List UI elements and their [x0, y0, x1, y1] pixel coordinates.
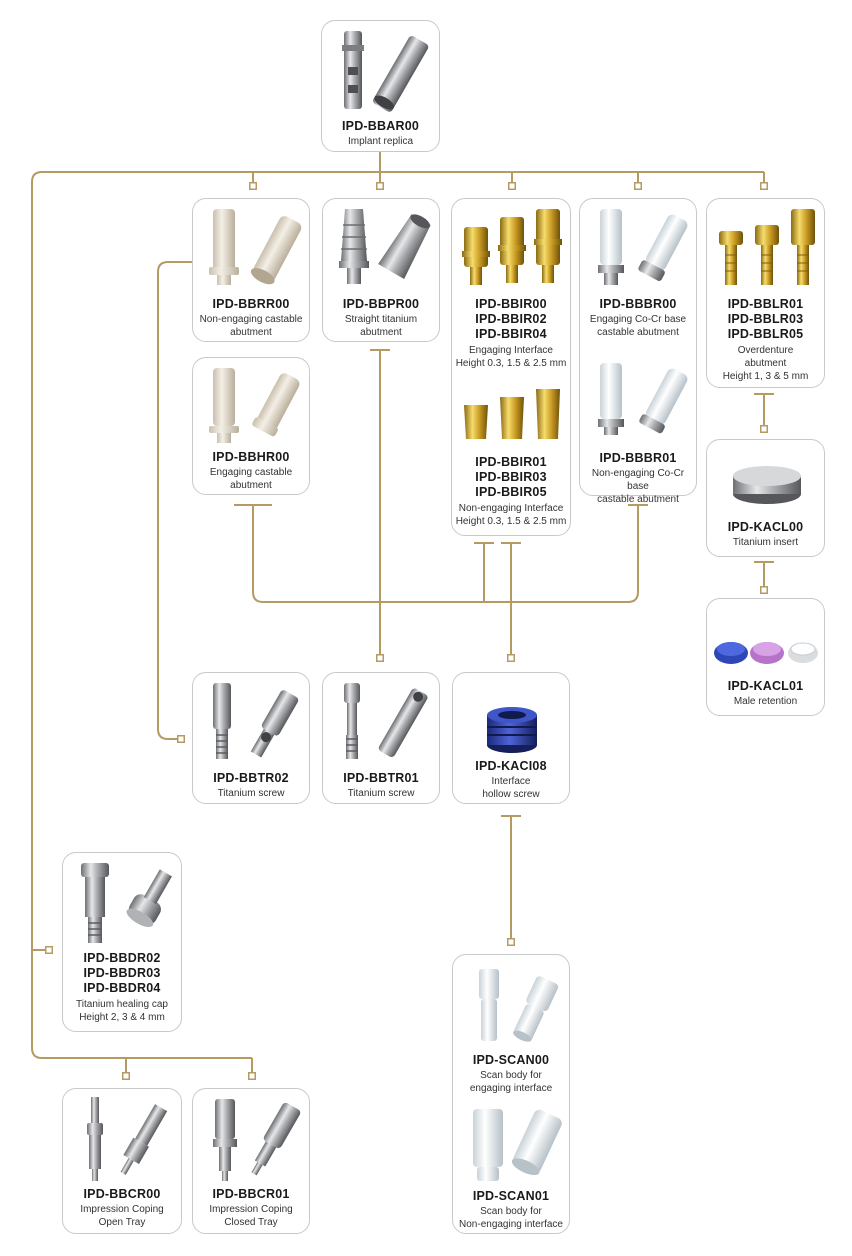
product-code: IPD-SCAN01 — [472, 1189, 550, 1203]
product-description: Engaging Interface Height 0.3, 1.5 & 2.5… — [455, 345, 567, 369]
gold-interface-icon — [464, 389, 560, 439]
card-interface[interactable]: IPD-BBIR00 IPD-BBIR02 IPD-BBIR04 Engagin… — [451, 198, 571, 536]
product-code: IPD-BBHR00 — [212, 450, 290, 464]
product-code: IPD-BBBR00 — [599, 297, 677, 311]
product-description: Titanium screw — [217, 788, 285, 799]
product-description: Interface hollow screw — [482, 776, 540, 800]
product-code: IPD-BBLR01 IPD-BBLR03 IPD-BBLR05 — [727, 297, 804, 341]
product-code: IPD-KACL00 — [727, 520, 804, 534]
male-retention-icon — [714, 642, 818, 664]
product-description: Scan body for Non-engaging interface — [459, 1206, 563, 1230]
hollow-screw-icon — [487, 707, 537, 753]
product-code: IPD-KACL01 — [727, 679, 804, 693]
product-code: IPD-BBTR02 — [213, 771, 289, 785]
product-description: Titanium screw — [347, 788, 415, 799]
product-code: IPD-BBTR01 — [343, 771, 419, 785]
co-cr-base-abutment-icon — [598, 209, 688, 285]
product-code: IPD-BBBR01 — [599, 451, 677, 465]
scan-body-icon — [479, 969, 559, 1042]
scan-body-icon — [473, 1109, 562, 1181]
product-code: IPD-BBPR00 — [342, 297, 420, 311]
card-titanium-healing-cap[interactable]: IPD-BBDR02 IPD-BBDR03 IPD-BBDR04 Titaniu… — [62, 852, 182, 1032]
overdenture-abutment-icon — [719, 209, 815, 285]
product-code: IPD-BBCR01 — [212, 1187, 290, 1201]
co-cr-base-abutment-icon — [598, 363, 688, 435]
card-male-retention[interactable]: IPD-KACL01 Male retention — [706, 598, 825, 716]
product-description: Implant replica — [347, 136, 414, 147]
card-titanium-screw-bbtr01[interactable]: IPD-BBTR01 Titanium screw — [322, 672, 440, 804]
product-code: IPD-BBIR00 IPD-BBIR02 IPD-BBIR04 — [475, 297, 547, 341]
impression-coping-icon — [87, 1097, 168, 1181]
card-co-cr-base-castable-abutment[interactable]: IPD-BBBR00 Engaging Co-Cr base castable … — [579, 198, 697, 505]
card-engaging-castable-abutment[interactable]: IPD-BBHR00 Engaging castable abutment — [192, 357, 310, 495]
product-code: IPD-BBRR00 — [212, 297, 290, 311]
implant-replica-icon — [342, 31, 429, 112]
gold-interface-icon — [462, 209, 562, 285]
card-straight-titanium-abutment[interactable]: IPD-BBPR00 Straight titanium abutment — [322, 198, 440, 342]
product-code: IPD-BBDR02 IPD-BBDR03 IPD-BBDR04 — [83, 951, 161, 995]
card-overdenture-abutment[interactable]: IPD-BBLR01 IPD-BBLR03 IPD-BBLR05 Overden… — [706, 198, 825, 388]
card-impression-coping-open-tray[interactable]: IPD-BBCR00 Impression Coping Open Tray — [62, 1088, 182, 1234]
product-description: Non-engaging Co-Cr base castable abutmen… — [591, 468, 685, 505]
card-implant-replica[interactable]: IPD-BBAR00 Implant replica — [321, 20, 440, 152]
product-description: Scan body for engaging interface — [469, 1070, 553, 1094]
card-non-engaging-castable-abutment[interactable]: IPD-BBRR00 Non-engaging castable abutmen… — [192, 198, 310, 342]
titanium-screw-icon — [344, 683, 428, 759]
product-description: Overdenture abutment Height 1, 3 & 5 mm — [722, 345, 809, 382]
product-code: IPD-BBIR01 IPD-BBIR03 IPD-BBIR05 — [475, 455, 547, 499]
card-impression-coping-closed-tray[interactable]: IPD-BBCR01 Impression Coping Closed Tray — [192, 1088, 310, 1234]
product-code: IPD-BBAR00 — [341, 119, 419, 133]
titanium-screw-icon — [213, 683, 299, 759]
product-description: Male retention — [733, 696, 798, 707]
product-description: Titanium insert — [732, 537, 799, 548]
healing-cap-icon — [81, 863, 172, 943]
product-description: Titanium healing cap Height 2, 3 & 4 mm — [76, 999, 168, 1023]
card-titanium-insert[interactable]: IPD-KACL00 Titanium insert — [706, 439, 825, 557]
impression-coping-icon — [213, 1099, 301, 1181]
product-description: Straight titanium abutment — [344, 314, 418, 338]
product-code: IPD-SCAN00 — [472, 1053, 550, 1067]
card-scan-body[interactable]: IPD-SCAN00 Scan body for engaging interf… — [452, 954, 570, 1234]
product-description: Non-engaging Interface Height 0.3, 1.5 &… — [455, 503, 567, 527]
product-description: Engaging Co-Cr base castable abutment — [589, 314, 687, 338]
product-code: IPD-KACI08 — [475, 759, 547, 773]
product-code: IPD-BBCR00 — [83, 1187, 161, 1201]
product-description: Non-engaging castable abutment — [199, 314, 303, 338]
card-interface-hollow-screw[interactable]: IPD-KACI08 Interface hollow screw — [452, 672, 570, 804]
product-description: Impression Coping Closed Tray — [209, 1204, 293, 1228]
product-description: Engaging castable abutment — [209, 467, 293, 491]
castable-abutment-icon — [209, 368, 300, 443]
titanium-insert-icon — [733, 466, 801, 504]
card-titanium-screw-bbtr02[interactable]: IPD-BBTR02 Titanium screw — [192, 672, 310, 804]
castable-abutment-icon — [209, 209, 302, 285]
product-description: Impression Coping Open Tray — [80, 1204, 164, 1228]
titanium-abutment-icon — [339, 209, 431, 284]
